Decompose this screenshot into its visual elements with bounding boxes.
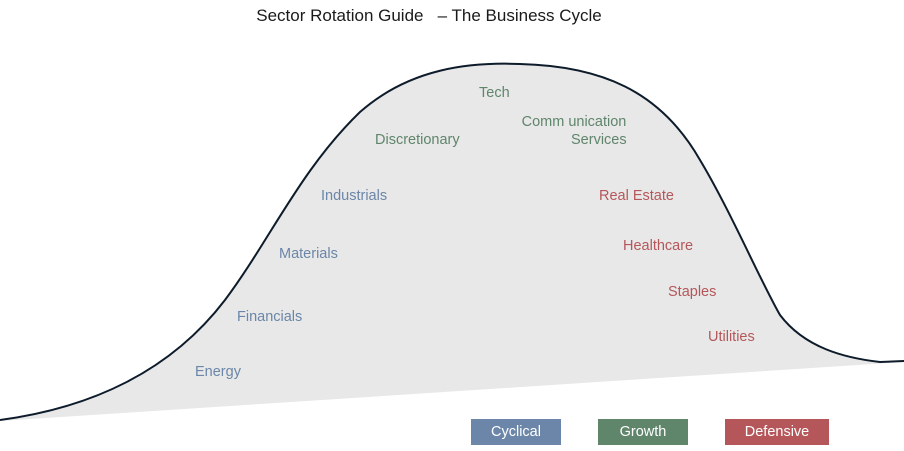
sector-staples: Staples xyxy=(668,284,717,300)
curve-fill-area xyxy=(0,63,904,422)
sector-financials: Financials xyxy=(237,309,303,325)
sector-communication-services: Comm unication Services xyxy=(515,113,633,149)
diagram-title: Sector Rotation Guide – The Business Cyc… xyxy=(256,6,602,25)
sector-utilities: Utilities xyxy=(708,329,755,345)
sector-materials: Materials xyxy=(279,246,338,262)
sector-communication-line1: Comm unication xyxy=(521,114,627,130)
legend-cyclical: Cyclical xyxy=(471,419,561,445)
sector-energy: Energy xyxy=(195,364,241,380)
sector-industrials: Industrials xyxy=(321,188,388,204)
sector-healthcare: Healthcare xyxy=(623,238,694,254)
sector-communication-line2: Services xyxy=(571,132,627,148)
sector-real-estate: Real Estate xyxy=(599,188,674,204)
curve-line xyxy=(0,62,904,421)
legend-growth: Growth xyxy=(598,419,688,445)
legend-defensive: Defensive xyxy=(725,419,829,445)
sector-discretionary: Discretionary xyxy=(375,132,460,148)
sector-tech: Tech xyxy=(479,85,510,101)
